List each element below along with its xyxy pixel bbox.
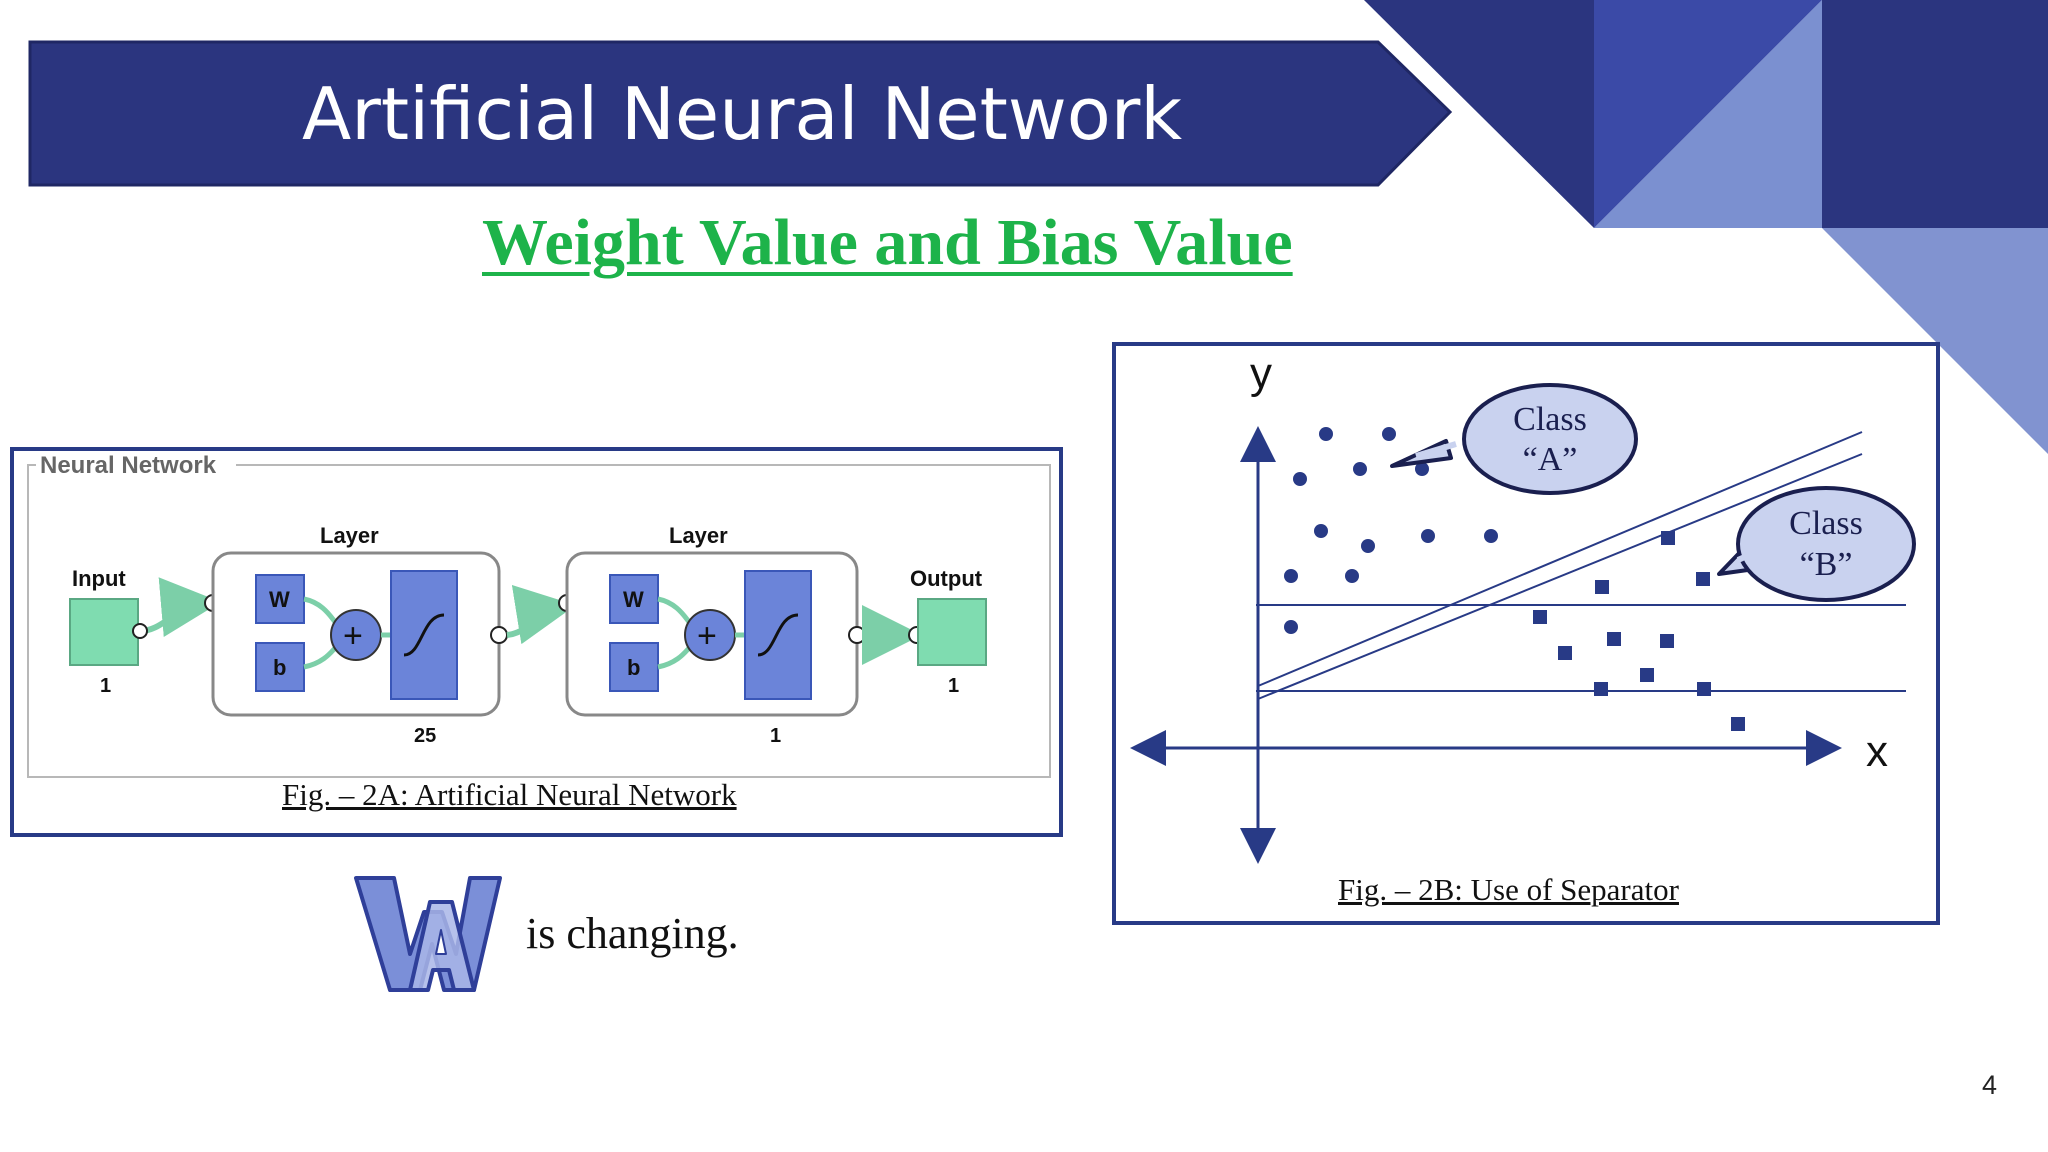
page-number: 4 <box>1982 1070 1998 1100</box>
class-a-point <box>1284 569 1298 583</box>
class-b-point <box>1696 572 1710 586</box>
class-b-point <box>1558 646 1572 660</box>
class-a-point <box>1353 462 1367 476</box>
layer2-bias <box>609 642 659 692</box>
figure-2a-box: Neural Network Input 1 Layer W b + 25 La… <box>10 447 1063 837</box>
svg-text:b: b <box>273 655 286 680</box>
class-a-line2: “A” <box>1523 441 1578 478</box>
svg-text:W: W <box>269 587 290 612</box>
separator-plot: y x <box>1130 349 1916 864</box>
class-a-point <box>1284 620 1298 634</box>
class-a-point <box>1421 529 1435 543</box>
output-node <box>917 598 987 666</box>
input-count: 1 <box>100 675 111 697</box>
slide-subtitle: Weight Value and Bias Value <box>482 206 1293 279</box>
class-b-point <box>1594 682 1608 696</box>
slide-title: Artificial Neural Network <box>302 72 1183 156</box>
layer1-size: 25 <box>414 725 436 747</box>
class-a-callout: Class “A” <box>1390 383 1638 495</box>
class-b-callout: Class “B” <box>1717 486 1916 602</box>
svg-text:+: + <box>697 617 717 655</box>
class-b-point <box>1640 668 1654 682</box>
class-b-point <box>1660 634 1674 648</box>
class-b-point <box>1661 531 1675 545</box>
y-axis-label: y <box>1250 349 1272 398</box>
corner-triangle-pale <box>1822 228 2048 454</box>
changing-text: is changing. <box>526 909 739 958</box>
class-a-point <box>1293 472 1307 486</box>
class-a-point <box>1319 427 1333 441</box>
class-b-point <box>1607 632 1621 646</box>
x-axis-label: x <box>1866 727 1888 776</box>
nn-frame-label: Neural Network <box>40 452 217 479</box>
title-banner <box>28 40 1453 187</box>
class-b-point <box>1697 682 1711 696</box>
svg-text:b: b <box>627 655 640 680</box>
output-label: Output <box>910 566 983 591</box>
class-b-point <box>1595 580 1609 594</box>
class-a-point <box>1484 529 1498 543</box>
output-count: 1 <box>948 675 959 697</box>
class-b-point <box>1731 717 1745 731</box>
input-label: Input <box>72 566 126 591</box>
layer1-bias <box>255 642 305 692</box>
svg-text:W: W <box>623 587 644 612</box>
class-b-point <box>1533 610 1547 624</box>
input-node <box>69 598 139 666</box>
nn-frame <box>27 464 1051 778</box>
corner-triangle-dark <box>1364 0 1594 228</box>
class-a-point <box>1382 427 1396 441</box>
class-a-line1: Class <box>1513 401 1587 438</box>
corner-block-dark <box>1822 0 2048 228</box>
figure-2b-caption: Fig. – 2B: Use of Separator <box>1338 872 1679 907</box>
class-a-point <box>1361 539 1375 553</box>
neural-network-diagram: Neural Network Input 1 Layer W b + 25 La… <box>27 452 1051 778</box>
class-b-line1: Class <box>1789 505 1863 542</box>
layer2-label: Layer <box>669 523 728 548</box>
class-a-point <box>1345 569 1359 583</box>
layer1-label: Layer <box>320 523 379 548</box>
figure-2a-caption: Fig. – 2A: Artificial Neural Network <box>282 777 737 812</box>
class-b-line2: “B” <box>1800 546 1853 583</box>
figure-2b-box: y x <box>1112 342 1940 925</box>
corner-triangle-mid <box>1594 0 1822 228</box>
svg-text:+: + <box>343 617 363 655</box>
class-a-point <box>1415 462 1429 476</box>
separator-line-2 <box>1257 453 1863 700</box>
layer2-size: 1 <box>770 725 781 747</box>
separator-line-1 <box>1257 431 1863 687</box>
class-a-point <box>1314 524 1328 538</box>
weight-change-icon <box>354 876 502 992</box>
